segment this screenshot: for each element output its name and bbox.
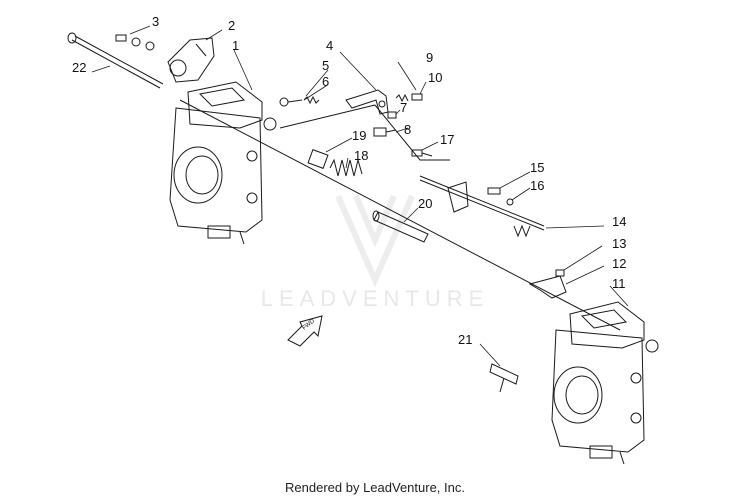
part-12-13-bracket <box>528 269 567 299</box>
part-4-bracket <box>345 89 389 115</box>
callout-20: 20 <box>418 196 432 211</box>
part-5-6-screw-spring <box>279 95 320 107</box>
part-9-10-spring-screw <box>395 93 423 103</box>
callout-6: 6 <box>322 74 329 89</box>
part-15-16-screw-washer <box>487 187 514 206</box>
callout-1: 1 <box>232 38 239 53</box>
callout-11: 11 <box>612 276 626 291</box>
callout-16: 16 <box>530 178 544 193</box>
forward-arrow: FWD <box>287 315 323 347</box>
callout-9: 9 <box>426 50 433 65</box>
callout-22: 22 <box>72 60 86 75</box>
part-7-8-screws <box>373 111 397 137</box>
part-18-spring <box>329 158 363 177</box>
shaft-axis-line <box>179 99 621 331</box>
part-2-cap <box>167 37 215 83</box>
carburetor-right <box>551 301 659 465</box>
callout-8: 8 <box>404 122 411 137</box>
part-22-long-bolt <box>67 32 164 89</box>
callout-10: 10 <box>428 70 442 85</box>
callout-19: 19 <box>352 128 366 143</box>
leader-lines <box>91 25 629 367</box>
carburetor-left <box>169 81 277 245</box>
callout-2: 2 <box>228 18 235 33</box>
callout-3: 3 <box>152 14 159 29</box>
part-17-screw <box>411 149 433 157</box>
part-14-throttle-shaft <box>419 175 545 238</box>
callout-18: 18 <box>354 148 368 163</box>
part-20-sleeve <box>372 210 429 243</box>
callout-17: 17 <box>440 132 454 147</box>
part-21-fitting <box>489 363 519 393</box>
watermark-logo <box>335 194 415 288</box>
callout-4: 4 <box>326 38 333 53</box>
watermark-text: LEADVENTURE <box>260 286 490 311</box>
part-19-bushing <box>307 149 329 169</box>
callout-5: 5 <box>322 58 329 73</box>
part-3-screw-washers <box>115 34 155 51</box>
callout-14: 14 <box>612 214 626 229</box>
callout-12: 12 <box>612 256 626 271</box>
callout-13: 13 <box>612 236 626 251</box>
callout-21: 21 <box>458 332 472 347</box>
callout-15: 15 <box>530 160 544 175</box>
callout-7: 7 <box>400 100 407 115</box>
footer-credit: Rendered by LeadVenture, Inc. <box>285 480 465 495</box>
